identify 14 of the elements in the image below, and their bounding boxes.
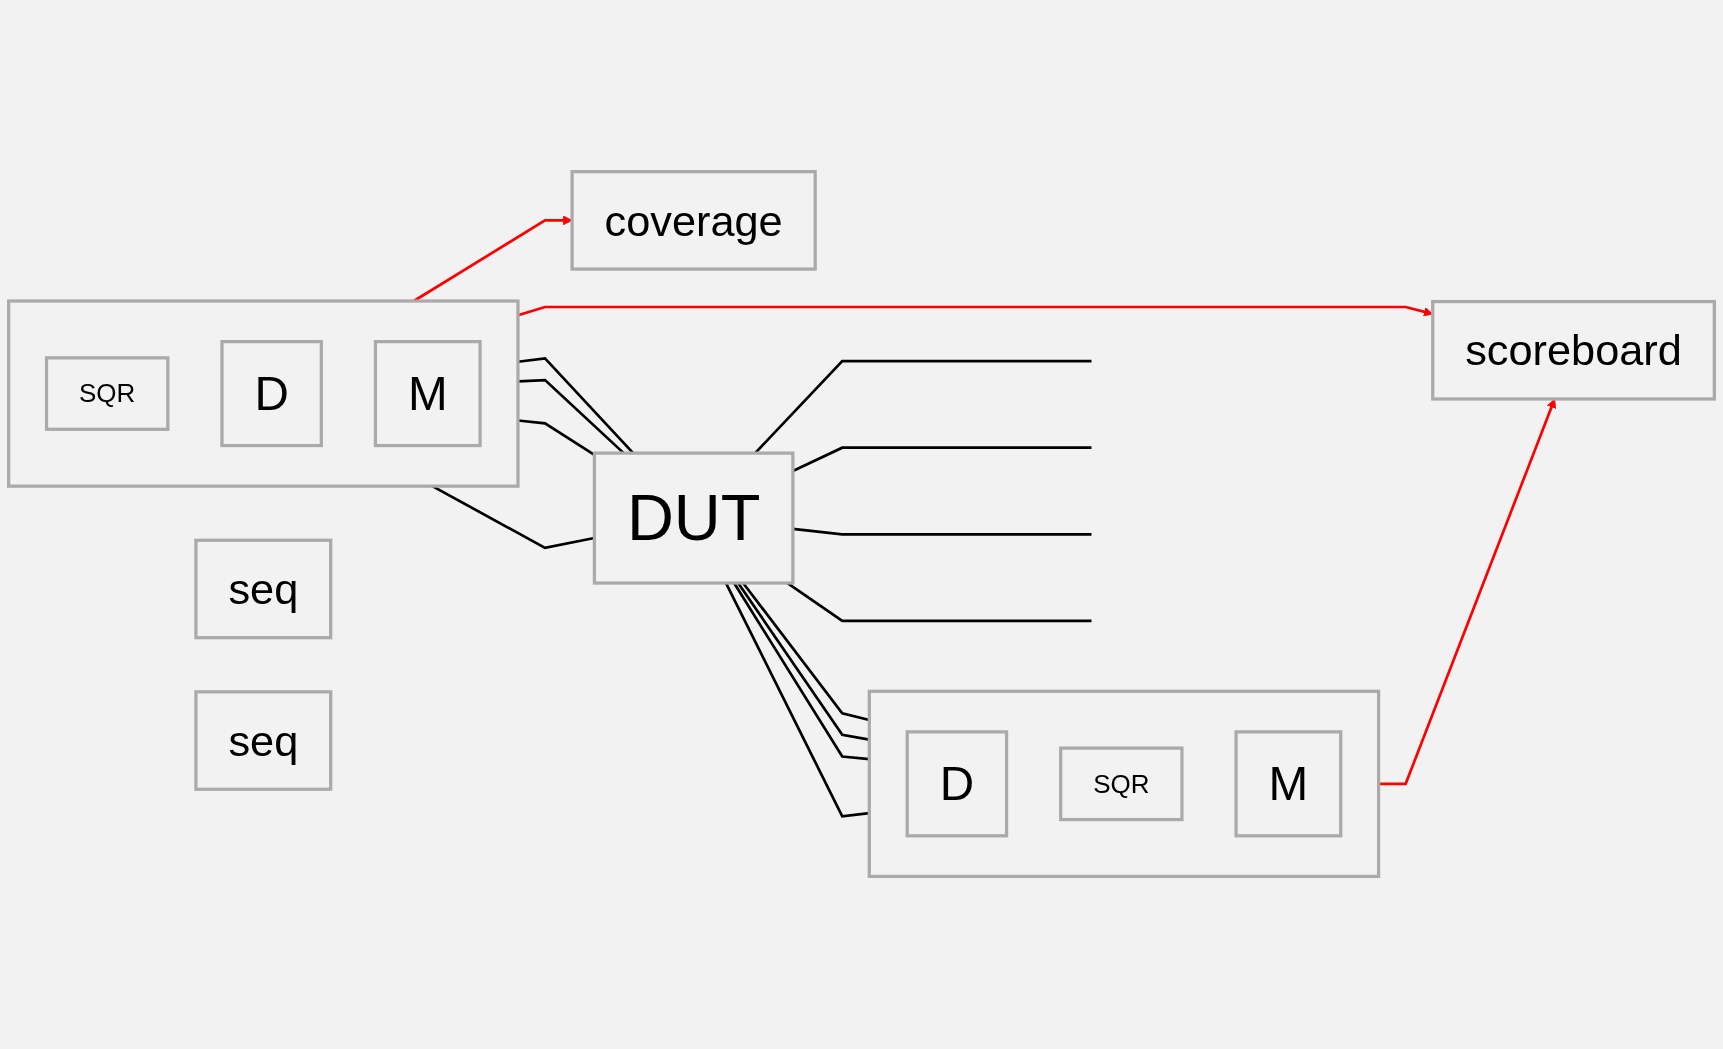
node-box: DUT bbox=[592, 451, 795, 586]
node-box: seq bbox=[194, 539, 333, 640]
node-box: D bbox=[905, 730, 1009, 838]
connector bbox=[786, 582, 1092, 623]
node-box: M bbox=[373, 340, 482, 448]
node-box: M bbox=[1234, 730, 1343, 838]
node-box: SQR bbox=[1059, 746, 1184, 822]
cluster bbox=[7, 299, 520, 489]
node-box: SQR bbox=[44, 356, 170, 432]
node-box: scoreboard bbox=[1431, 300, 1716, 402]
node-box: coverage bbox=[570, 170, 817, 272]
node-box: D bbox=[220, 340, 323, 448]
node-box: seq bbox=[194, 690, 333, 792]
cluster bbox=[867, 690, 1381, 879]
